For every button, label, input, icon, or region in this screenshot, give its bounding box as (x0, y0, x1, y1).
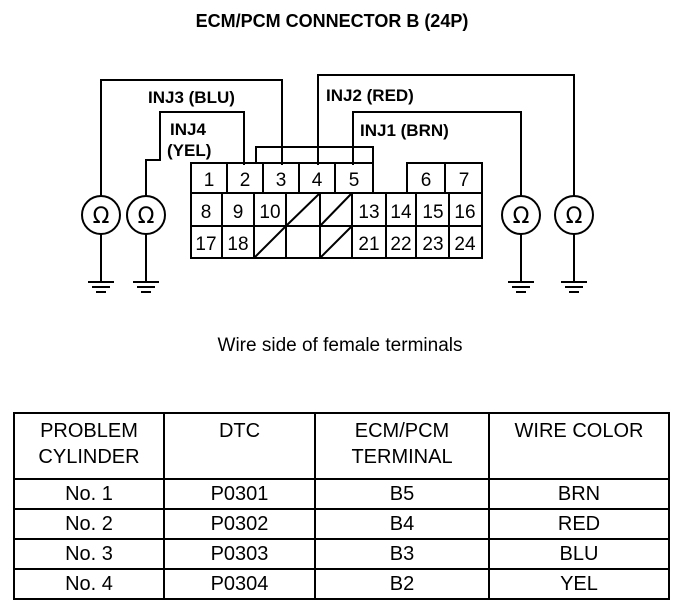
pin-22: 22 (390, 234, 411, 255)
pin-21: 21 (358, 234, 379, 255)
cell-terminal: B2 (314, 568, 490, 600)
inj4-label-line2: (YEL) (167, 141, 211, 160)
cell-cylinder: No. 4 (13, 568, 165, 600)
pin-6: 6 (421, 170, 432, 191)
pin-14: 14 (390, 202, 412, 223)
diagram-caption: Wire side of female terminals (218, 335, 463, 356)
ohmmeter-left-2: Ω (126, 195, 166, 293)
pin-5: 5 (349, 170, 360, 191)
table-row: No. 1 P0301 B5 BRN (13, 478, 670, 510)
cell-terminal: B5 (314, 478, 490, 510)
cell-wire-color: BRN (488, 478, 670, 510)
table-header-row: PROBLEM CYLINDER DTC ECM/PCM TERMINAL WI… (13, 412, 670, 480)
table-row: No. 3 P0303 B3 BLU (13, 538, 670, 570)
inj1-wire (352, 111, 522, 197)
pin-18: 18 (227, 234, 248, 255)
cell-terminal: B4 (314, 508, 490, 540)
cell-terminal: B3 (314, 538, 490, 570)
diagram-title: ECM/PCM CONNECTOR B (24P) (196, 11, 469, 31)
probe-bracket (255, 146, 374, 163)
pin-24: 24 (454, 234, 476, 255)
table-row: No. 2 P0302 B4 RED (13, 508, 670, 540)
pin-9: 9 (233, 202, 244, 223)
header-problem-cylinder: PROBLEM CYLINDER (13, 412, 165, 480)
ohmmeter-right-2: Ω (554, 195, 594, 293)
cell-wire-color: RED (488, 508, 670, 540)
inj3-wire (100, 79, 283, 197)
ohm-icon: Ω (513, 204, 530, 229)
pin-7: 7 (459, 170, 470, 191)
empty-cavity-20 (319, 225, 353, 259)
ohmmeter-left-1: Ω (81, 195, 121, 293)
ohmmeter-right-1: Ω (501, 195, 541, 293)
ohm-icon: Ω (93, 204, 110, 229)
ohm-icon: Ω (138, 204, 155, 229)
inj2-wire (317, 74, 575, 197)
dtc-table: PROBLEM CYLINDER DTC ECM/PCM TERMINAL WI… (13, 412, 670, 600)
inj2-label: INJ2 (RED) (326, 86, 414, 105)
empty-cavity-11 (285, 192, 321, 227)
cell-dtc: P0302 (163, 508, 316, 540)
header-dtc: DTC (163, 412, 316, 480)
cell-wire-color: YEL (488, 568, 670, 600)
pin-23: 23 (422, 234, 443, 255)
pin-16: 16 (454, 202, 475, 223)
connector-body (190, 162, 483, 259)
cell-cylinder: No. 3 (13, 538, 165, 570)
pin-3: 3 (276, 170, 287, 191)
header-wire-color: WIRE COLOR (488, 412, 670, 480)
pin-15: 15 (422, 202, 443, 223)
pin-13: 13 (358, 202, 379, 223)
pin-4: 4 (312, 170, 323, 191)
cell-wire-color: BLU (488, 538, 670, 570)
inj4-label-line1: INJ4 (170, 120, 206, 139)
inj3-label: INJ3 (BLU) (148, 88, 235, 107)
pin-2: 2 (240, 170, 251, 191)
inj1-label: INJ1 (BRN) (360, 121, 449, 140)
cell-cylinder: No. 1 (13, 478, 165, 510)
pin-8: 8 (201, 202, 212, 223)
empty-cavity-12 (319, 192, 353, 227)
cell-cylinder: No. 2 (13, 508, 165, 540)
table-row: No. 4 P0304 B2 YEL (13, 568, 670, 600)
cell-dtc: P0301 (163, 478, 316, 510)
pin-17: 17 (195, 234, 216, 255)
pin-1: 1 (204, 170, 215, 191)
connector-diagram: ECM/PCM CONNECTOR B (24P) INJ3 (BLU) INJ… (81, 11, 594, 356)
inj4-wire (145, 111, 245, 197)
pin-10: 10 (259, 202, 280, 223)
empty-cavity-19 (253, 225, 287, 259)
cell-dtc: P0304 (163, 568, 316, 600)
header-ecm-terminal: ECM/PCM TERMINAL (314, 412, 490, 480)
ohm-icon: Ω (566, 204, 583, 229)
cell-dtc: P0303 (163, 538, 316, 570)
